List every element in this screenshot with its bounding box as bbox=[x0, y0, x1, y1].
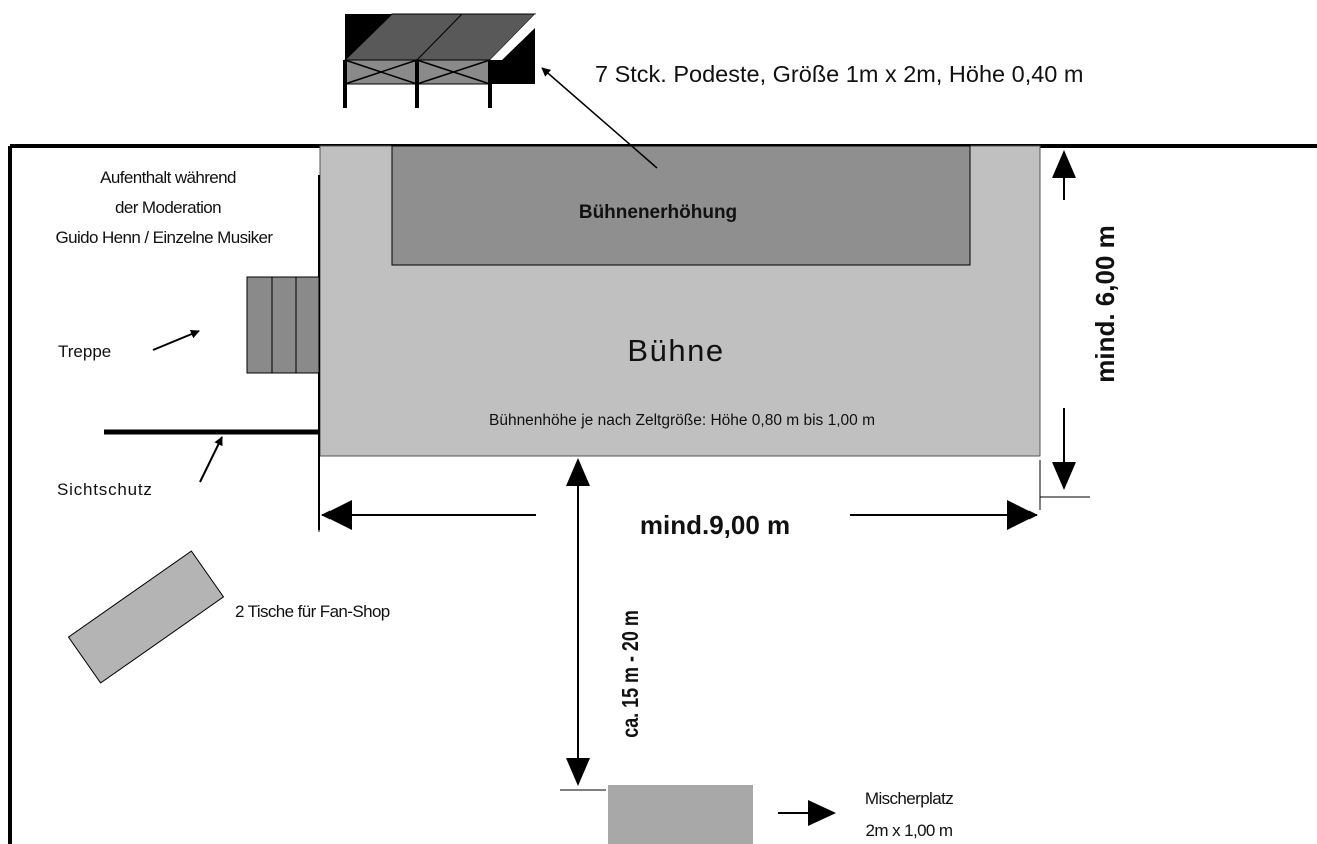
stage-height-note: Bühnenhöhe je nach Zeltgröße: Höhe 0,80 … bbox=[489, 412, 875, 429]
stage-riser-label: Bühnenerhöhung bbox=[579, 202, 737, 223]
svg-text:der Moderation: der Moderation bbox=[115, 198, 221, 217]
stairs bbox=[246, 276, 320, 374]
podest-arrow bbox=[541, 67, 658, 169]
distance-dimension bbox=[560, 458, 606, 791]
fanshop-table bbox=[67, 550, 225, 684]
svg-text:Aufenthalt während: Aufenthalt während bbox=[100, 168, 236, 187]
depth-dimension bbox=[1040, 145, 1090, 498]
stage-riser bbox=[391, 145, 971, 266]
mixer-position bbox=[608, 785, 753, 844]
stairs-arrow bbox=[152, 329, 200, 351]
privacy-screen-arrow bbox=[199, 436, 223, 483]
depth-dimension-label: mind. 6,00 m bbox=[1090, 225, 1120, 383]
svg-text:Guido Henn / Einzelne Musiker: Guido Henn / Einzelne Musiker bbox=[56, 228, 274, 247]
privacy-screen-label: Sichtschutz bbox=[57, 480, 153, 499]
waiting-area-label: Aufenthalt während der Moderation Guido … bbox=[56, 168, 274, 247]
podest-illustration bbox=[343, 13, 537, 108]
stairs-label: Treppe bbox=[58, 342, 111, 361]
distance-dimension-label: ca. 15 m - 20 m bbox=[618, 610, 644, 738]
width-dimension-label: mind.9,00 m bbox=[640, 510, 790, 540]
fanshop-label: 2 Tische für Fan-Shop bbox=[235, 602, 390, 621]
stage-label: Bühne bbox=[627, 333, 724, 368]
width-dimension bbox=[318, 460, 1041, 532]
mixer-label-line2: 2m x 1,00 m bbox=[866, 821, 953, 840]
mixer-arrow-head bbox=[808, 800, 836, 826]
mixer-label-line1: Mischerplatz bbox=[865, 789, 953, 808]
podest-note: 7 Stck. Podeste, Größe 1m x 2m, Höhe 0,4… bbox=[595, 61, 1084, 87]
